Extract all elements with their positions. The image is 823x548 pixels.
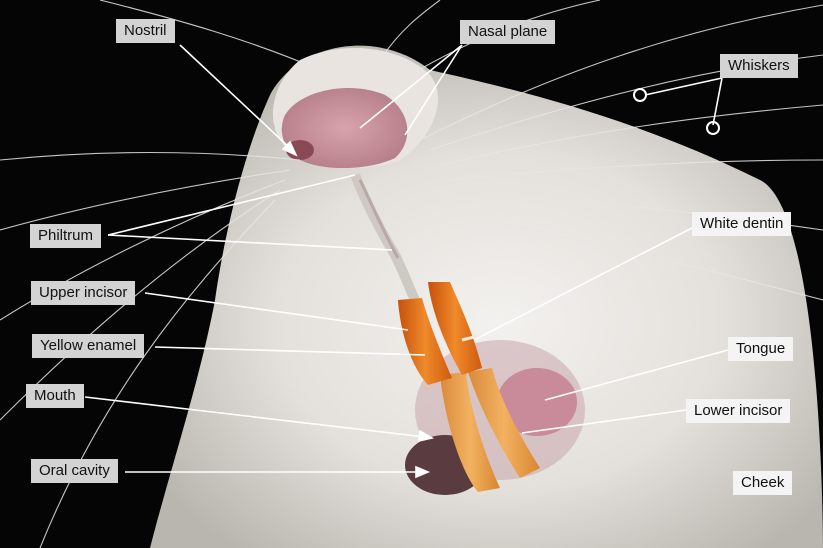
- arrowhead-mouth: [418, 429, 435, 443]
- lower-incisor-left: [440, 372, 500, 492]
- lower-incisor-right: [468, 368, 540, 478]
- leader-nostril: [179, 44, 293, 151]
- label-white-dentin: White dentin: [692, 212, 792, 236]
- leader-whiskers-2: [712, 77, 723, 126]
- arrowhead-oral-cavity: [415, 465, 431, 479]
- leader-white-dentin: [473, 227, 693, 341]
- tongue-shape: [497, 368, 577, 436]
- label-mouth: Mouth: [26, 384, 84, 408]
- leader-philtrum-2: [107, 234, 393, 251]
- upper-incisor-right: [428, 282, 482, 375]
- label-whiskers: Whiskers: [720, 54, 798, 78]
- label-nostril: Nostril: [116, 19, 175, 43]
- label-yellow-enamel: Yellow enamel: [32, 334, 145, 358]
- label-tongue: Tongue: [728, 337, 794, 361]
- leader-upper-incisor: [144, 292, 409, 331]
- label-philtrum: Philtrum: [30, 224, 102, 248]
- leader-nasal-plane-1: [359, 44, 463, 129]
- upper-incisor-left: [398, 298, 452, 385]
- leader-nasal-plane-2: [404, 44, 463, 136]
- label-nasal-plane: Nasal plane: [460, 20, 556, 44]
- head-fur: [150, 45, 823, 548]
- label-cheek: Cheek: [733, 471, 793, 495]
- label-lower-incisor: Lower incisor: [686, 399, 791, 423]
- label-upper-incisor: Upper incisor: [31, 281, 136, 305]
- leader-tongue: [544, 349, 729, 401]
- leader-lower-incisor: [521, 409, 687, 434]
- leader-whiskers-1: [644, 77, 723, 96]
- label-oral-cavity: Oral cavity: [31, 459, 118, 483]
- leader-philtrum-1: [107, 174, 356, 236]
- arrowhead-nostril: [281, 140, 298, 157]
- leader-mouth: [84, 396, 426, 438]
- leader-yellow-enamel: [154, 346, 426, 356]
- nostril-hole: [286, 140, 314, 160]
